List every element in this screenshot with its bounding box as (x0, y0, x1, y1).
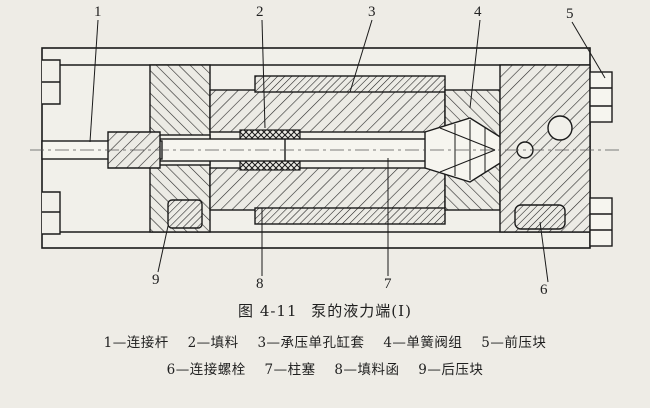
legend-item: 2—填料 (187, 335, 239, 351)
connecting-bolt (514, 71, 613, 247)
caption-number: 图 4-11 (238, 302, 298, 320)
legend-item: 1—连接杆 (103, 335, 169, 351)
packing-box (209, 89, 446, 211)
cylinder-liner (254, 75, 446, 225)
callout-4: 4 (474, 4, 482, 20)
callout-8: 8 (256, 276, 264, 292)
legend-item: 8—填料函 (334, 362, 400, 378)
callout-6: 6 (540, 282, 548, 298)
pump-hydraulic-end-drawing (30, 19, 620, 283)
rear-bolt-hole (167, 199, 203, 229)
legend-item: 9—后压块 (418, 362, 484, 378)
legend-item: 3—承压单孔缸套 (257, 335, 365, 351)
figure-caption: 图 4-11 泵的液力端(Ⅰ) (0, 300, 650, 321)
callout-9: 9 (152, 272, 160, 288)
legend-item: 4—单簧阀组 (383, 335, 463, 351)
leader-lines (89, 19, 606, 283)
caption-title: 泵的液力端(Ⅰ) (311, 302, 412, 320)
legend-row-1: 1—连接杆 2—填料 3—承压单孔缸套 4—单簧阀组 5—前压块 (0, 331, 650, 351)
legend-row-2: 6—连接螺栓 7—柱塞 8—填料函 9—后压块 (0, 358, 650, 378)
legend-item: 6—连接螺栓 (166, 362, 246, 378)
callout-2: 2 (256, 4, 264, 20)
legend-item: 7—柱塞 (264, 362, 316, 378)
callout-7: 7 (384, 276, 392, 292)
legend-item: 5—前压块 (481, 335, 547, 351)
callout-1: 1 (94, 4, 102, 20)
left-fittings (42, 59, 61, 235)
callout-3: 3 (368, 4, 376, 20)
callout-5: 5 (566, 6, 574, 22)
